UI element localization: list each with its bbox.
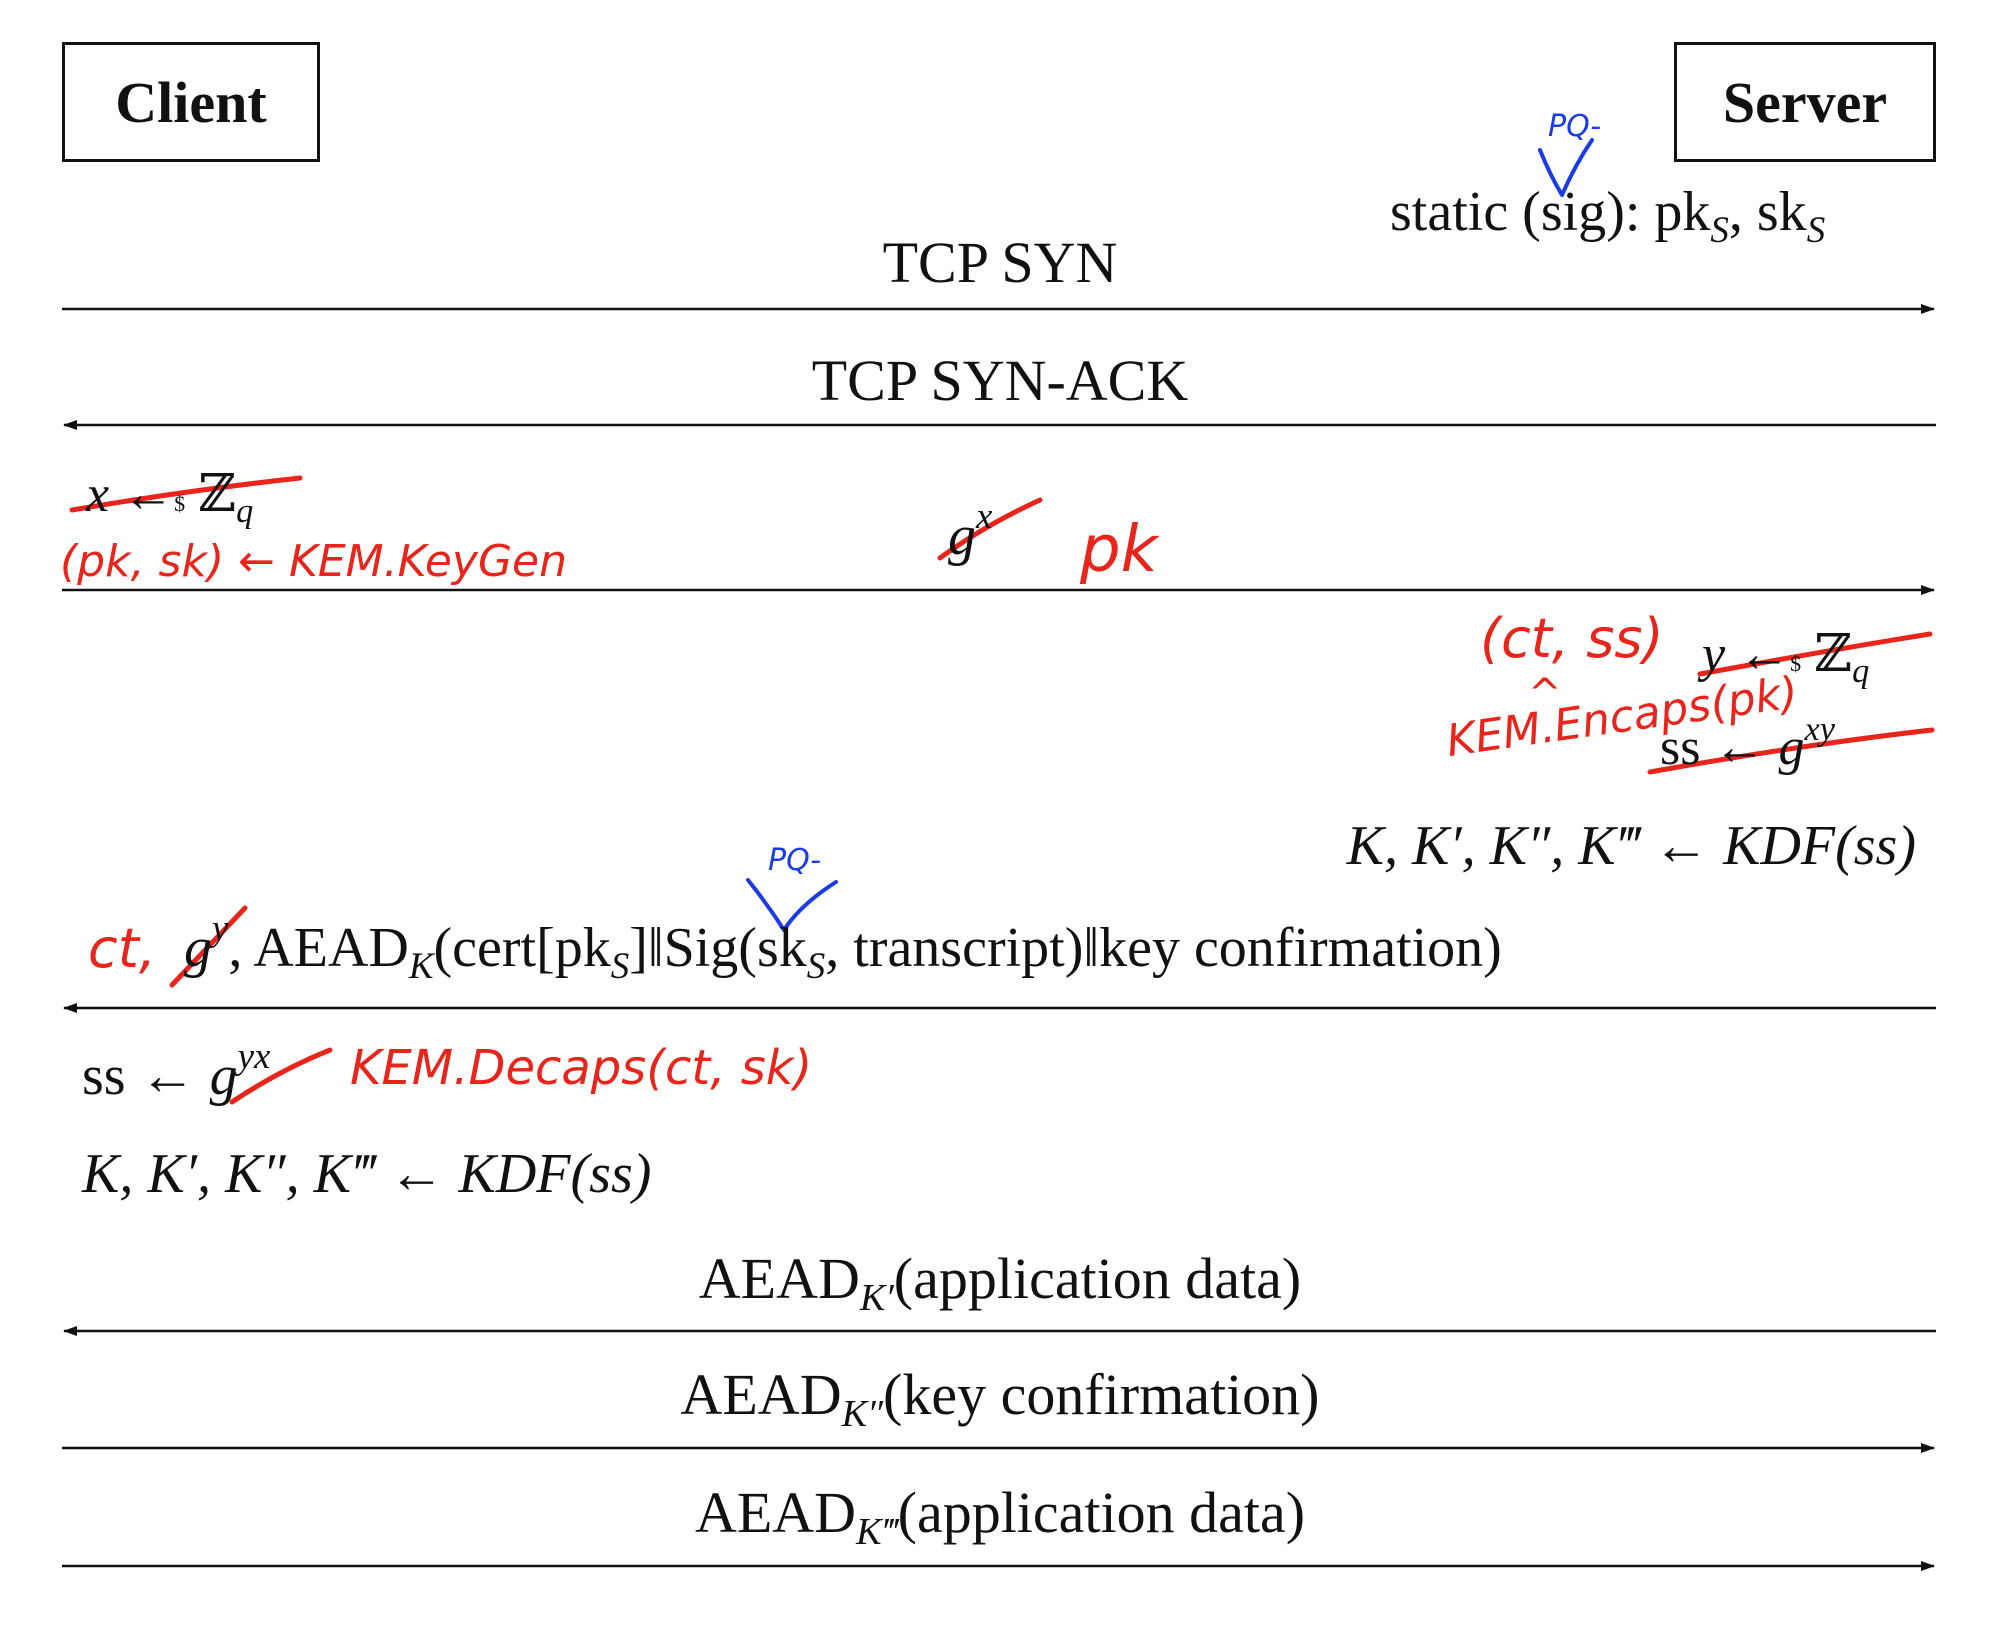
server-box: Server xyxy=(1674,42,1936,162)
server-hand-result: (ct, ss) xyxy=(1480,607,1664,670)
server-hand-caret: ^ xyxy=(1528,671,1562,717)
pq-annotation-2: PQ- xyxy=(768,843,822,878)
msg-key-confirmation: AEADK″(key confirmation) xyxy=(680,1362,1320,1436)
msg-keyshare-hand: pk xyxy=(1080,513,1158,587)
client-orig-keygen: x ←$ ℤq xyxy=(86,464,254,530)
strike-gx xyxy=(937,497,1043,561)
strike-server-y-zq xyxy=(1697,631,1933,677)
sig-word: sig xyxy=(1540,181,1607,243)
server-response-label: gy, AEADK(cert[pkS]‖Sig(skS, transcript)… xyxy=(184,907,1502,986)
msg-keyshare-orig: gx xyxy=(948,495,993,567)
client-hand-decaps: KEM.Decaps(ct, sk) xyxy=(350,1040,813,1096)
strike-gyx xyxy=(229,1047,333,1105)
msg-tcp-syn: TCP SYN xyxy=(882,230,1118,295)
server-orig-y-zq: y ←$ ℤq xyxy=(1702,624,1870,690)
client-box: Client xyxy=(62,42,320,162)
client-decaps-orig: ss ← gyx xyxy=(82,1035,271,1107)
strike-client-x-zq xyxy=(69,475,303,513)
server-static-keys: static (sig): pkS, skS xyxy=(1390,181,1826,250)
client-hand-keygen: (pk, sk) ← KEM.KeyGen xyxy=(60,536,568,587)
server-orig-ss-gxy: ss ← gxy xyxy=(1660,709,1835,776)
msg-tcp-syn-ack: TCP SYN-ACK xyxy=(811,348,1189,413)
strike-gy xyxy=(169,905,248,988)
client-kdf: K, K′, K″, K‴ ← KDF(ss) xyxy=(82,1143,652,1205)
pq-annotation-1: PQ- xyxy=(1548,109,1602,144)
msg-app-data-1: AEADK′(application data) xyxy=(698,1246,1302,1320)
server-kdf: K, K′, K″, K‴ ← KDF(ss) xyxy=(1346,815,1916,877)
pq-check-2 xyxy=(746,878,838,932)
msg-app-data-2: AEADK‴(application data) xyxy=(694,1480,1306,1554)
strike-server-ss-gxy xyxy=(1647,727,1935,775)
pq-check-1 xyxy=(1538,138,1594,197)
server-response-hand-ct: ct, xyxy=(88,917,157,980)
